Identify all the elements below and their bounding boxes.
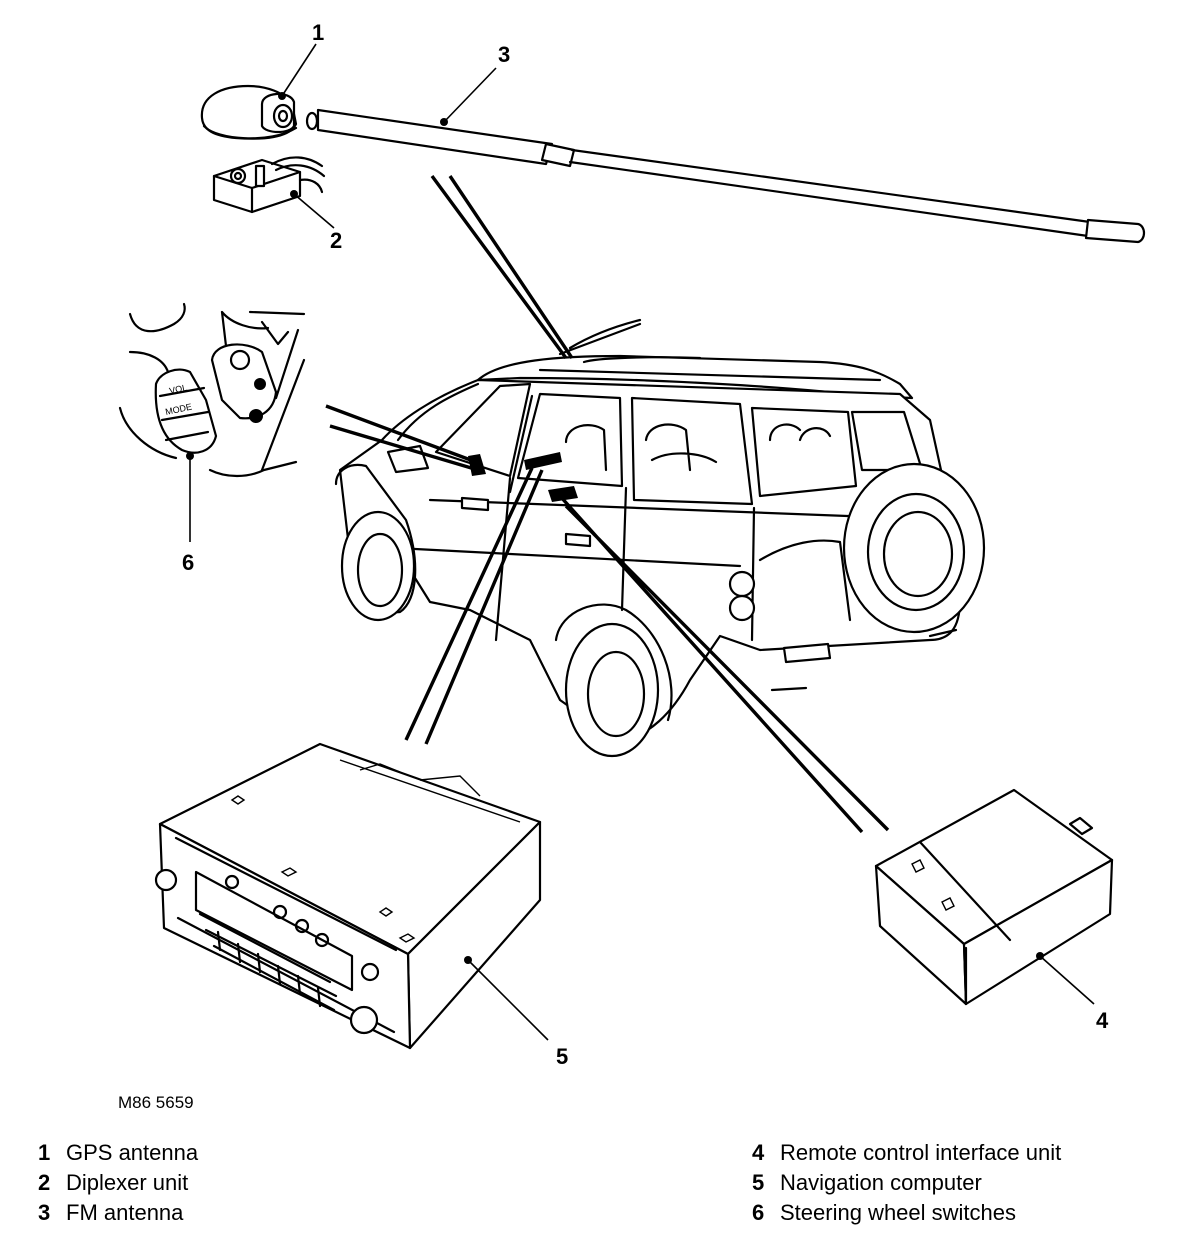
legend-text: Steering wheel switches: [780, 1200, 1017, 1225]
vehicle: [334, 318, 986, 758]
legend-item-navigation-computer: 5 Navigation computer: [752, 1168, 1061, 1198]
legend-number: 2: [38, 1170, 51, 1195]
remote-control-interface-unit: [874, 788, 1114, 1006]
legend-item-gps-antenna: 1 GPS antenna: [38, 1138, 198, 1168]
fm-antenna: [305, 108, 1146, 244]
legend-number: 3: [38, 1200, 51, 1225]
legend-right: 4 Remote control interface unit 5 Navigati…: [752, 1138, 1061, 1228]
figure-reference: M86 5659: [118, 1093, 194, 1112]
callout-6: 6: [182, 550, 194, 575]
legend-text: Remote control interface unit: [780, 1140, 1062, 1165]
legend-number: 6: [752, 1200, 765, 1225]
legend-number: 1: [38, 1140, 51, 1165]
legend-item-steering-wheel-switches: 6 Steering wheel switches: [752, 1198, 1061, 1228]
legend-item-diplexer-unit: 2 Diplexer unit: [38, 1168, 198, 1198]
callout-1: 1: [312, 20, 324, 45]
legend-item-remote-control-interface-unit: 4 Remote control interface unit: [752, 1138, 1061, 1168]
leader-lines: [186, 43, 1095, 1041]
legend-number: 5: [752, 1170, 765, 1195]
navigation-computer: [154, 742, 542, 1050]
legend-text: FM antenna: [66, 1200, 184, 1225]
callout-5: 5: [556, 1044, 568, 1069]
diplexer-unit: [212, 156, 326, 214]
legend-text: GPS antenna: [66, 1140, 199, 1165]
gps-antenna: [200, 84, 298, 140]
callout-3: 3: [498, 42, 510, 67]
legend-number: 4: [752, 1140, 765, 1165]
legend-left: 1 GPS antenna 2 Diplexer unit 3 FM antenna: [38, 1138, 198, 1228]
legend-text: Navigation computer: [780, 1170, 982, 1195]
legend-text: Diplexer unit: [66, 1170, 189, 1195]
indicator-lines: [325, 174, 890, 834]
steering-wheel-switches: VOL MODE: [118, 302, 306, 478]
callout-2: 2: [330, 228, 342, 253]
callout-4: 4: [1096, 1008, 1109, 1033]
switch-vol-label: VOL: [168, 382, 188, 396]
legend-item-fm-antenna: 3 FM antenna: [38, 1198, 198, 1228]
